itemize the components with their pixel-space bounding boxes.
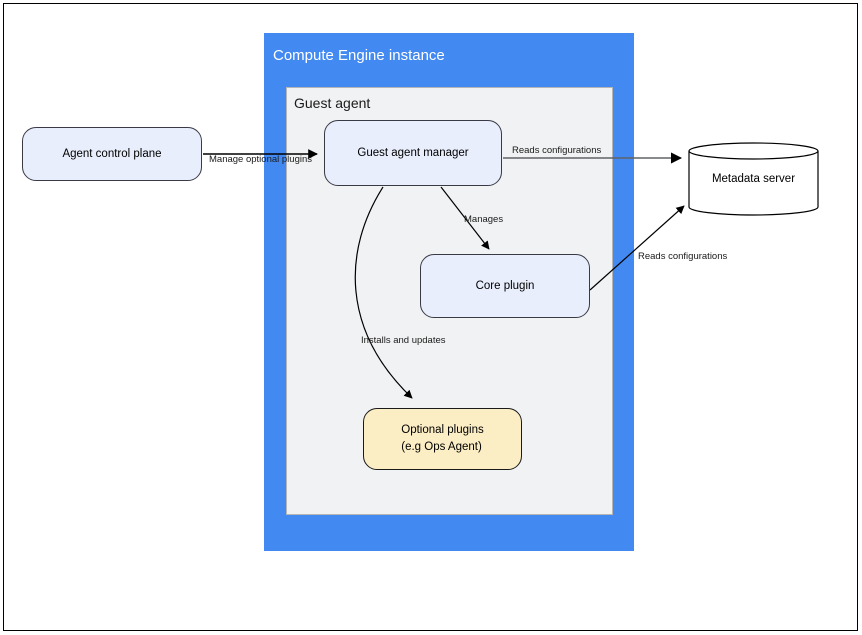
edge-label-reads-configurations-core: Reads configurations: [638, 251, 728, 262]
node-metadata-server[interactable]: Metadata server: [688, 142, 819, 216]
node-guest-agent-manager-label: Guest agent manager: [357, 146, 469, 159]
edge-label-installs-and-updates: Installs and updates: [361, 335, 446, 346]
edge-label-reads-configurations-manager: Reads configurations: [512, 145, 602, 156]
node-core-plugin[interactable]: Core plugin: [420, 254, 590, 318]
compute-engine-instance-label: Compute Engine instance: [273, 47, 445, 64]
edge-label-manage-optional-plugins: Manage optional plugins: [209, 154, 312, 165]
node-guest-agent-manager[interactable]: Guest agent manager: [324, 120, 502, 186]
node-optional-plugins-label-line2: (e.g Ops Agent): [401, 441, 482, 453]
edge-label-manages: Manages: [464, 214, 504, 225]
node-agent-control-plane[interactable]: Agent control plane: [22, 127, 202, 181]
node-core-plugin-label: Core plugin: [475, 279, 535, 292]
guest-agent-label: Guest agent: [294, 95, 371, 111]
node-optional-plugins[interactable]: Optional plugins (e.g Ops Agent): [363, 408, 522, 470]
node-agent-control-plane-label: Agent control plane: [62, 147, 162, 160]
cylinder-shape: [688, 142, 819, 216]
diagram-border: [3, 3, 858, 631]
node-metadata-server-label: Metadata server: [711, 173, 796, 185]
node-optional-plugins-text: Optional plugins (e.g Ops Agent): [401, 422, 483, 456]
node-optional-plugins-label-line1: Optional plugins: [401, 424, 484, 436]
